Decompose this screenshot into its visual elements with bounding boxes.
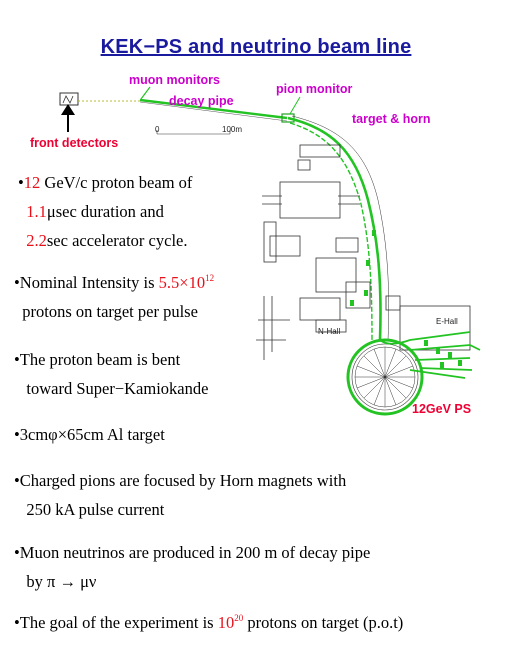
bullet-decay: •Muon neutrinos are produced in 200 m of…	[14, 543, 371, 591]
label-front-detectors: front detectors	[30, 136, 119, 150]
scale-label-100m: 100m	[222, 125, 243, 134]
extraction-lines	[379, 331, 481, 379]
bullet-proton-beam: •12 GeV/c proton beam of 1.1μsec duratio…	[18, 173, 193, 250]
proton-beamline	[287, 116, 382, 341]
value-intensity: 5.5	[158, 273, 180, 292]
bullet-target: •3cmφ×65cm Al target	[14, 425, 165, 444]
scale-bar	[156, 130, 231, 135]
value-cycle: 2.2	[26, 231, 47, 250]
target-station	[281, 113, 295, 123]
pion-monitor-pointer	[289, 96, 301, 115]
value-duration: 1.1	[26, 202, 47, 221]
front-detector-box	[59, 92, 79, 106]
muon-monitor-pointer	[140, 86, 151, 100]
value-momentum: 12	[23, 173, 41, 192]
label-muon-monitors: muon monitors	[129, 73, 220, 87]
label-n-hall: N-Hall	[318, 327, 341, 336]
label-pion-monitor: pion monitor	[276, 82, 353, 96]
facility-buildings	[256, 144, 471, 360]
bullet-horn: •Charged pions are focused by Horn magne…	[14, 471, 347, 519]
page-title: KEK−PS and neutrino beam line	[100, 36, 412, 58]
label-decay-pipe: decay pipe	[169, 94, 234, 108]
ps-ring	[346, 338, 424, 416]
bullet-intensity: •Nominal Intensity is 5.5×1012 protons o…	[14, 273, 215, 321]
decay-pipe	[139, 98, 288, 120]
arrow-head-icon	[61, 104, 75, 115]
bullet-goal: •The goal of the experiment is 1020 prot…	[14, 613, 404, 632]
beamline-magnets	[350, 230, 462, 368]
label-12gev-ps: 12GeV PS	[412, 402, 472, 416]
label-target-horn: target & horn	[352, 112, 431, 126]
value-pot: 10	[217, 613, 235, 632]
label-e-hall: E-Hall	[436, 317, 458, 326]
bullet-beam-bent: •The proton beam is bent toward Super−Ka…	[14, 350, 209, 398]
scale-label-0: 0	[155, 125, 160, 134]
